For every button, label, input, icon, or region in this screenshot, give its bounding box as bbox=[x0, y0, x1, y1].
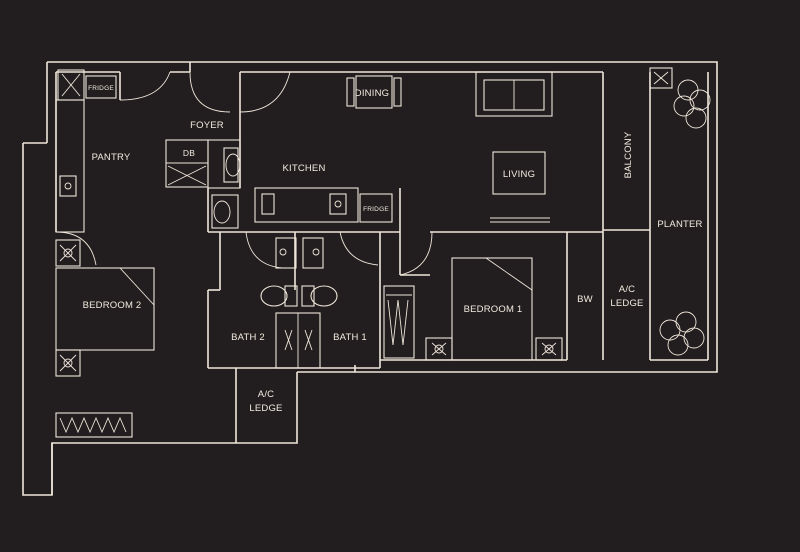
doors bbox=[55, 71, 433, 276]
bedroom1-label: BEDROOM 1 bbox=[464, 304, 523, 315]
kitchen-label: KITCHEN bbox=[282, 163, 325, 174]
dining-label: DINING bbox=[355, 88, 389, 99]
bedroom2-label: BEDROOM 2 bbox=[83, 300, 142, 311]
plant-bottom bbox=[659, 311, 705, 356]
bath2-label: BATH 2 bbox=[231, 332, 265, 343]
interior-walls bbox=[55, 62, 709, 443]
fridge-label-kitchen: FRIDGE bbox=[363, 206, 389, 213]
planter-label: PLANTER bbox=[657, 219, 702, 230]
pantry-label: PANTRY bbox=[92, 152, 131, 163]
ac-ledge-bottom-line1: A/C bbox=[258, 389, 274, 400]
foyer-label: FOYER bbox=[190, 120, 224, 131]
bw-label: BW bbox=[577, 294, 593, 305]
fridge-label-pantry: FRIDGE bbox=[88, 85, 114, 92]
living-label: LIVING bbox=[503, 169, 535, 180]
balcony-label: BALCONY bbox=[623, 131, 634, 178]
ac-ledge-right-line2: LEDGE bbox=[610, 298, 643, 309]
db-label: DB bbox=[183, 148, 195, 158]
bath1-label: BATH 1 bbox=[333, 332, 367, 343]
plant-top bbox=[673, 79, 711, 129]
room-labels: FRIDGE FOYER DB PANTRY KITCHEN DINING LI… bbox=[83, 85, 703, 414]
outer-walls bbox=[22, 61, 718, 496]
fixtures bbox=[55, 67, 711, 438]
ac-ledge-bottom-line2: LEDGE bbox=[249, 403, 282, 414]
ac-ledge-right-line1: A/C bbox=[619, 284, 635, 295]
